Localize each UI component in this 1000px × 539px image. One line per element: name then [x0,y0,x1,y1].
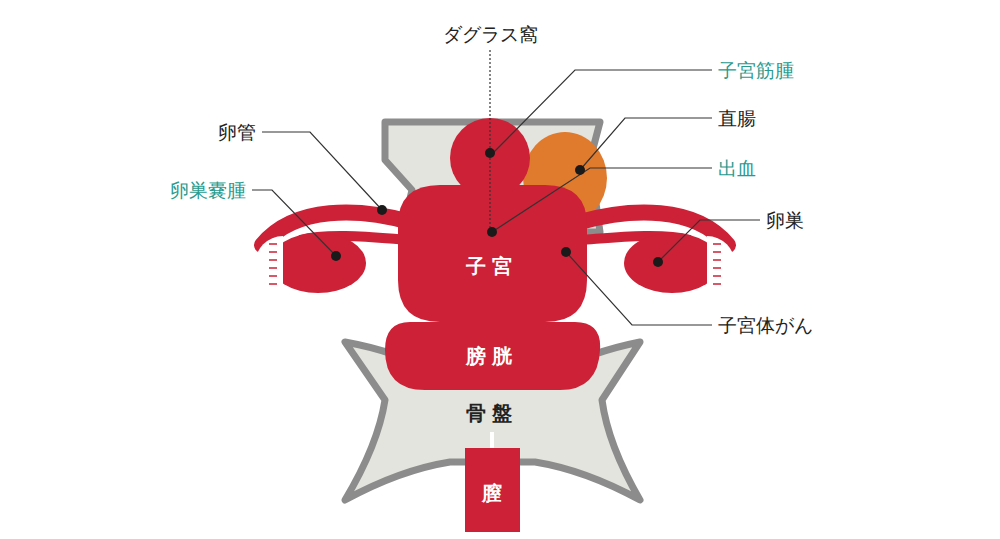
fimbria-end [255,236,283,292]
fimbria-stroke [269,283,277,285]
fimbria-stroke [713,259,721,261]
fimbria-stroke [713,283,721,285]
leader-line [492,168,712,232]
fimbria-stroke [269,275,277,277]
vagina-shape [465,448,520,532]
ovary-shape [270,233,366,293]
fimbria-stroke [269,267,277,269]
leader-line [252,190,336,256]
uterus-shape [398,185,587,322]
organ-name: 子宮 [466,253,518,280]
leader-lines [252,50,760,325]
leader-line [658,220,760,262]
leader-dot [331,251,341,261]
ovary-shape [624,233,720,293]
leader-line [580,118,712,170]
condition-name: 卵巣嚢腫 [170,179,246,202]
fimbria-stroke [269,243,277,245]
part-name: 卵巣 [766,209,804,232]
bladder-shape [385,322,600,390]
fimbria-stroke [269,259,277,261]
organ-name: 膣 [482,480,502,507]
organ-name: 膀胱 [466,343,518,370]
organ-label-box: 子宮 [460,251,524,282]
fimbria-stroke [713,267,721,269]
part-name: 卵管 [218,121,256,144]
condition-name: 子宮体がん [718,314,813,337]
leader-line [493,70,712,153]
fimbria-stroke [713,243,721,245]
fimbria-stroke [269,251,277,253]
organ-name: 骨盤 [466,400,518,427]
condition-name: 出血 [718,157,756,180]
part-name: ダグラス窩 [443,23,538,46]
leader-dot [485,148,495,158]
leader-line [489,50,490,232]
fimbria-stroke [713,251,721,253]
leader-dot [561,247,571,257]
condition-name: 子宮筋腫 [718,59,794,82]
fimbria-stroke [713,275,721,277]
organ-label-box: 骨盤 [460,398,524,429]
leader-dots [331,148,663,267]
part-name: 直腸 [718,107,756,130]
leader-dot [653,257,663,267]
leader-line [566,252,712,325]
leader-dot [377,205,387,215]
fimbria-end [707,236,735,292]
leader-dot [575,165,585,175]
leader-dot [487,227,497,237]
organ-label-box: 膣 [476,478,508,509]
organ-label-box: 膀胱 [460,341,524,372]
